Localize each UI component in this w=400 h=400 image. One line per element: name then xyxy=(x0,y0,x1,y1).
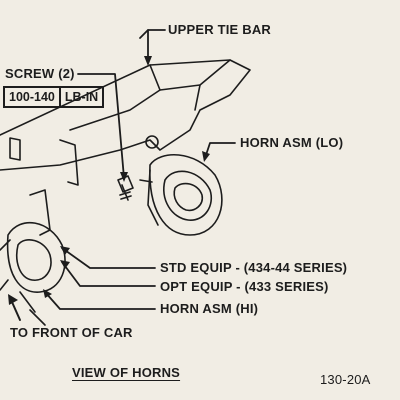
screw-part xyxy=(117,175,134,201)
opt-equip-label: OPT EQUIP - (433 SERIES) xyxy=(160,279,329,294)
screw-label: SCREW (2) xyxy=(5,66,75,81)
tie-bar-arrowhead xyxy=(144,56,152,66)
horn-hi-part xyxy=(0,189,66,326)
horn-lo-arrowhead xyxy=(202,151,210,162)
front-direction-arrow xyxy=(11,301,21,321)
std-equip-label: STD EQUIP - (434-44 SERIES) xyxy=(160,260,348,275)
upper-tie-bar-part xyxy=(0,59,251,186)
horn-asm-hi-label: HORN ASM (HI) xyxy=(160,301,259,316)
figure-caption: VIEW OF HORNS xyxy=(72,365,181,380)
std-equip-arrowhead xyxy=(60,246,70,255)
horn-lo-part xyxy=(139,154,223,236)
horn-hi-arrowhead xyxy=(43,289,52,298)
opt-equip-arrowhead xyxy=(60,260,70,269)
horn-asm-lo-label: HORN ASM (LO) xyxy=(240,135,344,150)
torque-value: 100-140 xyxy=(9,90,55,104)
figure-number: 130-20A xyxy=(320,372,371,387)
torque-unit: LB-IN xyxy=(58,88,102,106)
to-front-of-car-label: TO FRONT OF CAR xyxy=(10,325,133,340)
upper-tie-bar-label: UPPER TIE BAR xyxy=(168,22,272,37)
screw-arrowhead xyxy=(120,172,128,182)
torque-spec-box: 100-140 LB-IN xyxy=(3,86,105,108)
front-arrowhead xyxy=(8,294,18,305)
